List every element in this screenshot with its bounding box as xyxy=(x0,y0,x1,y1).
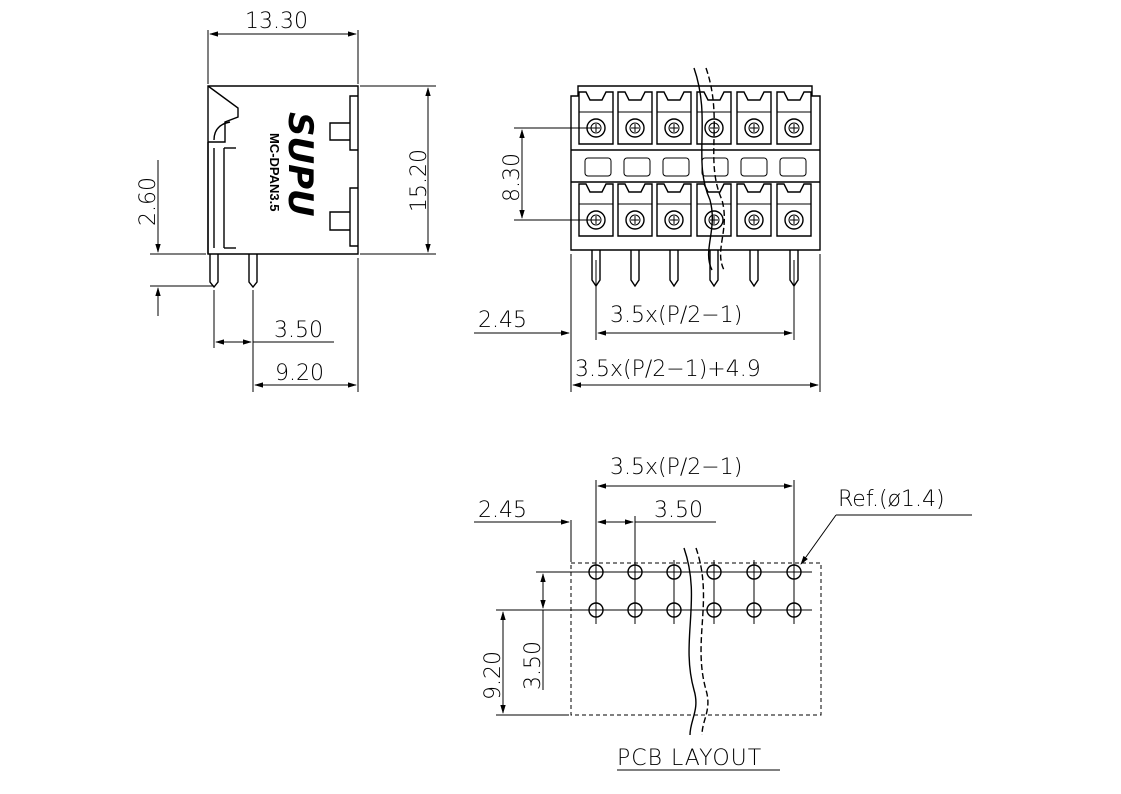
pcb-layout-title: PCB LAYOUT xyxy=(617,746,762,771)
dim-label-3-50-side: 3.50 xyxy=(274,318,323,343)
front-screw-ring xyxy=(744,118,764,138)
dim-label-hole-ref: Ref.(ø1.4) xyxy=(838,487,945,512)
front-cell-body xyxy=(656,91,692,145)
front-cell-body xyxy=(736,183,772,237)
dim-label-9-20-side: 9.20 xyxy=(275,361,324,386)
dim-pin-span-front: 3.5x(P/2−1) xyxy=(597,260,795,340)
dim-total-width: 3.5x(P/2−1)+4.9 xyxy=(572,254,821,392)
front-body-outline xyxy=(570,85,821,251)
front-cell xyxy=(696,183,732,237)
dim-label-15-20: 15.20 xyxy=(407,149,432,212)
front-cell xyxy=(656,91,692,145)
front-screw-inner xyxy=(629,214,641,226)
front-screw-ring xyxy=(625,210,645,230)
front-cell xyxy=(578,91,614,145)
front-cell xyxy=(776,91,812,145)
brand-logo: SUPU xyxy=(280,112,320,217)
pcb-hole xyxy=(666,564,682,580)
pcb-hole xyxy=(746,602,762,618)
front-cell-body xyxy=(776,183,812,237)
front-cell-body xyxy=(617,183,653,237)
front-cell-body xyxy=(617,91,653,145)
dim-edge-offset-front: 2.45 xyxy=(474,254,597,392)
front-cell xyxy=(656,183,692,237)
dim-pin-span-pcb: 3.5x(P/2−1) xyxy=(595,455,795,566)
front-cell-body xyxy=(696,183,732,237)
pcb-holes xyxy=(586,560,812,624)
dim-label-2-45-front: 2.45 xyxy=(478,308,527,333)
front-cell-body xyxy=(656,183,692,237)
front-cell-body xyxy=(578,183,614,237)
front-pin xyxy=(669,250,679,288)
pcb-hole xyxy=(706,564,722,580)
front-screw-ring xyxy=(784,210,804,230)
front-screw-inner xyxy=(748,214,760,226)
front-view: 8.30 2.45 3.5x(P/2−1) 3.5x(P/2−1)+4.9 xyxy=(474,67,821,392)
front-cell xyxy=(736,183,772,237)
front-screw-inner xyxy=(708,214,720,226)
dim-label-2-45-pcb: 2.45 xyxy=(478,498,527,523)
dim-label-3-50-pcb-vertical: 3.50 xyxy=(521,641,546,690)
dim-pitch-side: 3.50 xyxy=(213,290,334,348)
front-cell-body xyxy=(776,91,812,145)
front-cells xyxy=(578,91,812,237)
front-cell-body xyxy=(578,91,614,145)
pcb-hole xyxy=(786,602,802,618)
side-view: SUPU MC-DPAN3.5 13.30 15.20 2.60 xyxy=(136,9,436,392)
dim-row-spacing: 8.30 xyxy=(500,127,592,221)
dim-label-9-20-pcb: 9.20 xyxy=(481,651,506,700)
front-cell-body xyxy=(696,91,732,145)
dim-label-pin-span-pcb: 3.5x(P/2−1) xyxy=(610,455,742,480)
dim-label-pin-span-front: 3.5x(P/2−1) xyxy=(610,303,742,328)
dim-width-top: 13.30 xyxy=(207,9,359,84)
pcb-hole xyxy=(706,602,722,618)
dim-label-2-60: 2.60 xyxy=(136,177,161,226)
pcb-hole xyxy=(666,602,682,618)
dim-label-13-30: 13.30 xyxy=(245,9,308,34)
front-cell xyxy=(736,91,772,145)
front-screw-ring xyxy=(664,118,684,138)
dim-label-total-width: 3.5x(P/2−1)+4.9 xyxy=(575,357,761,382)
front-cell xyxy=(578,183,614,237)
dim-edge-offset-pcb: 2.45 xyxy=(474,498,572,562)
dim-hole-ref: Ref.(ø1.4) xyxy=(800,487,972,565)
pcb-hole xyxy=(746,564,762,580)
dim-label-3-50-pcb: 3.50 xyxy=(654,498,703,523)
pcb-outline xyxy=(570,562,822,716)
dim-height-pcb: 9.20 3.50 xyxy=(481,571,594,716)
pcb-layout: 3.5x(P/2−1) 2.45 3.50 Ref.(ø1.4) xyxy=(474,455,972,771)
front-screw-ring xyxy=(744,210,764,230)
front-screw-ring xyxy=(664,210,684,230)
pcb-hole xyxy=(627,602,643,618)
front-screw-inner xyxy=(668,214,680,226)
front-break-lines xyxy=(693,67,726,271)
dim-label-8-30: 8.30 xyxy=(500,153,525,202)
front-cell-body xyxy=(736,91,772,145)
front-pins xyxy=(591,250,799,288)
side-body-outline xyxy=(207,85,359,255)
front-screw-ring xyxy=(704,210,724,230)
front-pin xyxy=(749,250,759,288)
front-screw-inner xyxy=(629,122,641,134)
side-pins xyxy=(209,254,258,289)
front-screw-inner xyxy=(668,122,680,134)
dim-base-width: 9.20 xyxy=(252,258,359,392)
front-screw-inner xyxy=(788,214,800,226)
model-label: MC-DPAN3.5 xyxy=(267,133,282,212)
front-cell xyxy=(617,91,653,145)
front-cell xyxy=(617,183,653,237)
front-pin xyxy=(709,250,719,288)
dim-height-right: 15.20 xyxy=(360,85,436,255)
front-screw-inner xyxy=(748,122,760,134)
front-screw-ring xyxy=(625,118,645,138)
front-screw-ring xyxy=(704,118,724,138)
front-screw-ring xyxy=(784,118,804,138)
dim-height-left: 2.60 xyxy=(136,160,214,316)
front-pin xyxy=(630,250,640,288)
dim-pitch-pcb: 3.50 xyxy=(597,498,716,566)
front-cell xyxy=(776,183,812,237)
pcb-break-lines xyxy=(683,547,709,736)
front-screw-inner xyxy=(788,122,800,134)
